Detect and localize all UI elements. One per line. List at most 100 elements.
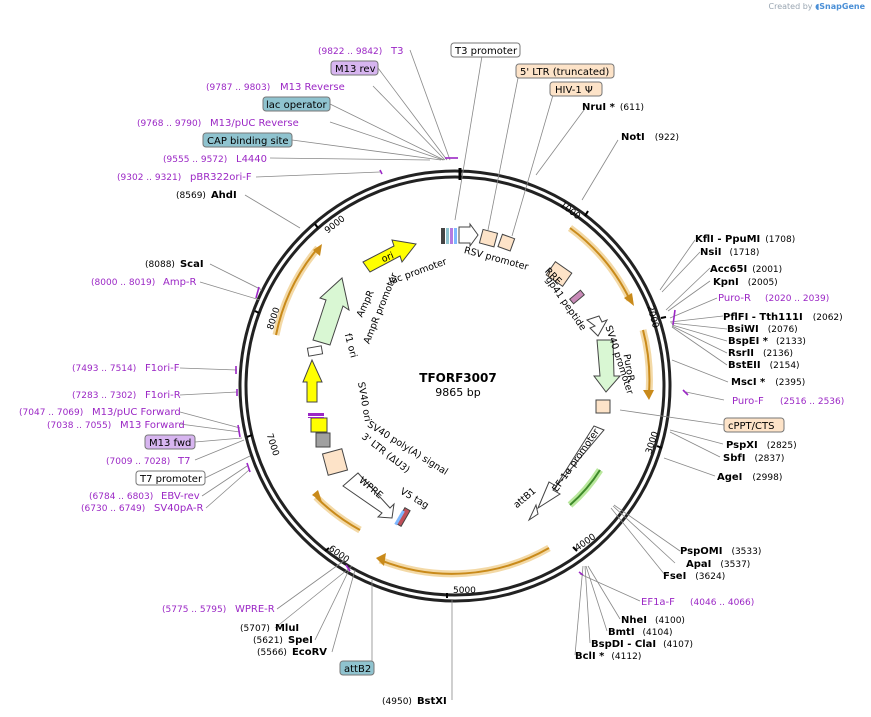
puror-arrow	[593, 339, 622, 393]
enzyme-bstxi-pos: (4950)	[382, 697, 412, 707]
enzyme-spei-pos: (5621)	[253, 636, 283, 646]
svg-text:RsrII(2136): RsrII(2136)	[728, 348, 793, 359]
primer-t7: T7	[177, 456, 190, 467]
enzyme-bmti: BmtI	[608, 627, 635, 638]
primer-puro-r-range: (2020 .. 2039)	[765, 294, 829, 304]
svg-text:SbfI(2837): SbfI(2837)	[723, 453, 784, 464]
svg-text:(5621)SpeI: (5621) SpeI	[253, 635, 313, 646]
primer-l4440-range: (9555 .. 9572)	[163, 155, 227, 165]
primer-ef1a-f: EF1a-F	[641, 597, 675, 608]
label-sv40-ori: SV40 ori	[355, 381, 373, 422]
label-m13-fwd: M13 fwd	[149, 438, 191, 449]
enzyme-labels: NruI *(611) NotI(922) KflI - PpuMI(1708)…	[145, 102, 843, 707]
svg-text:(4950)BstXI: (4950) BstXI	[382, 696, 447, 707]
primer-pbr322-range: (9302 .. 9321)	[117, 173, 181, 183]
svg-text:BclI *(4112): BclI *(4112)	[575, 651, 641, 662]
primer-sv40pa-r-range: (6730 .. 6749)	[81, 504, 145, 514]
ef1a-promoter-arrow	[536, 425, 605, 510]
features	[302, 222, 622, 527]
orf-arc-top-right	[567, 225, 634, 302]
ticks	[246, 210, 667, 598]
primer-ebv-rev-range: (6784 .. 6803)	[89, 492, 153, 502]
lac-promoter-arrow	[458, 222, 479, 248]
enzyme-scai-pos: (8088)	[145, 260, 175, 270]
svg-text:BmtI(4104): BmtI(4104)	[608, 627, 672, 638]
primer-m13puc-forward: M13/pUC Forward	[92, 407, 181, 418]
enzyme-mlui-pos: (5707)	[240, 624, 270, 634]
enzyme-pspomi: PspOMI	[680, 546, 722, 557]
enzyme-bspdi: BspDI	[591, 639, 624, 650]
primer-m13-reverse-range: (9787 .. 9803)	[206, 83, 270, 93]
enzyme-mlui: MluI	[275, 623, 299, 634]
plasmid-name: TFORF3007	[419, 371, 496, 385]
primer-f1ori-r-range: (7283 .. 7302)	[72, 391, 136, 401]
primer-t7-range: (7009 .. 7028)	[106, 457, 170, 467]
svg-text:BspDI - ClaI(4107): BspDI - ClaI(4107)	[591, 639, 693, 650]
enzyme-bstxi: BstXI	[417, 696, 447, 707]
enzyme-bcli: BclI	[575, 651, 596, 662]
enzyme-scai: ScaI	[180, 259, 204, 270]
wpre-arrow	[342, 472, 395, 519]
label-puror: PuroR	[621, 353, 637, 383]
enzyme-kpni: KpnI	[713, 277, 739, 288]
primer-t3-range: (9822 .. 9842)	[318, 47, 382, 57]
backbone	[238, 168, 672, 603]
svg-text:PflFI - Tth111I(2062): PflFI - Tth111I(2062)	[723, 312, 843, 323]
plasmid-title: TFORF3007 9865 bp	[419, 371, 496, 399]
ampr-arrow	[312, 277, 350, 346]
primer-labels: (9822 .. 9842) T3 (9787 .. 9803) M13 Rev…	[19, 46, 844, 615]
primer-wpre-r: WPRE-R	[235, 604, 275, 615]
svg-text:AgeI(2998): AgeI(2998)	[717, 472, 782, 483]
sv40-promoter-arrow	[585, 315, 609, 337]
primer-f1ori-r: F1ori-R	[145, 390, 181, 401]
label-v5-tag: V5 tag	[398, 486, 430, 511]
svg-text:PspOMI(3533): PspOMI(3533)	[680, 546, 761, 557]
svg-text:BspEI *(2133): BspEI *(2133)	[728, 336, 806, 347]
enzyme-ahdi: AhdI	[211, 190, 237, 201]
primer-pbr322: pBR322ori-F	[190, 172, 252, 183]
primer-markers	[235, 157, 689, 576]
boxed-labels: T3 promoter M13 rev 5' LTR (truncated) H…	[135, 42, 785, 676]
primer-l4440: L4440	[236, 154, 267, 165]
svg-text:BsiWI(2076): BsiWI(2076)	[727, 324, 798, 335]
label-cppt: cPPT/CTS	[728, 421, 774, 432]
enzyme-bsteii: BstEII	[728, 360, 761, 371]
label-attb2: attB2	[344, 664, 371, 675]
snapgene-logo-icon: ◖	[815, 2, 820, 11]
enzyme-ahdi-pos: (8569)	[176, 191, 206, 201]
enzyme-fsei: FseI	[663, 571, 686, 582]
svg-text:(8569)AhdI: (8569) AhdI	[176, 190, 237, 201]
enzyme-sbfi: SbfI	[723, 453, 745, 464]
primer-puro-f-range: (2516 .. 2536)	[780, 397, 844, 407]
orf-arc-left	[272, 245, 321, 336]
primer-puro-f: Puro-F	[732, 396, 764, 407]
label-gp41: gp41 peptide	[543, 275, 588, 333]
svg-text:NsiI(1718): NsiI(1718)	[700, 247, 759, 258]
attb1-arrow	[527, 503, 539, 522]
enzyme-apai: ApaI	[686, 559, 711, 570]
svg-text:PspXI(2825): PspXI(2825)	[726, 440, 797, 451]
primer-ampr-range: (8000 .. 8019)	[91, 278, 155, 288]
enzyme-ecorv-pos: (5566)	[257, 648, 287, 658]
primer-f1ori-f: F1ori-F	[145, 363, 180, 374]
tick-5000: 5000	[453, 586, 476, 596]
plasmid-length: 9865 bp	[435, 386, 480, 399]
tick-7000: 7000	[264, 432, 281, 457]
enzyme-nsii: NsiI	[700, 247, 721, 258]
svg-text:FseI(3624): FseI(3624)	[663, 571, 725, 582]
ori-arrow	[362, 239, 417, 273]
enzyme-bsiwi: BsiWI	[727, 324, 759, 335]
primer-m13puc-reverse-range: (9768 .. 9790)	[137, 119, 201, 129]
label-attb1: attB1	[512, 486, 539, 511]
label-f1-ori: f1 ori	[342, 332, 359, 359]
enzyme-agei: AgeI	[717, 472, 742, 483]
enzyme-noti: NotI	[621, 132, 645, 143]
svg-text:NotI(922): NotI(922)	[621, 132, 679, 143]
svg-text:NheI(4100): NheI(4100)	[621, 615, 685, 626]
svg-text:KpnI(2005): KpnI(2005)	[713, 277, 778, 288]
label-cap-site: CAP binding site	[207, 136, 289, 147]
primer-wpre-r-range: (5775 .. 5795)	[162, 605, 226, 615]
enzyme-spei: SpeI	[288, 635, 313, 646]
svg-text:(5707)MluI: (5707) MluI	[240, 623, 299, 634]
primer-t3: T3	[390, 46, 403, 57]
